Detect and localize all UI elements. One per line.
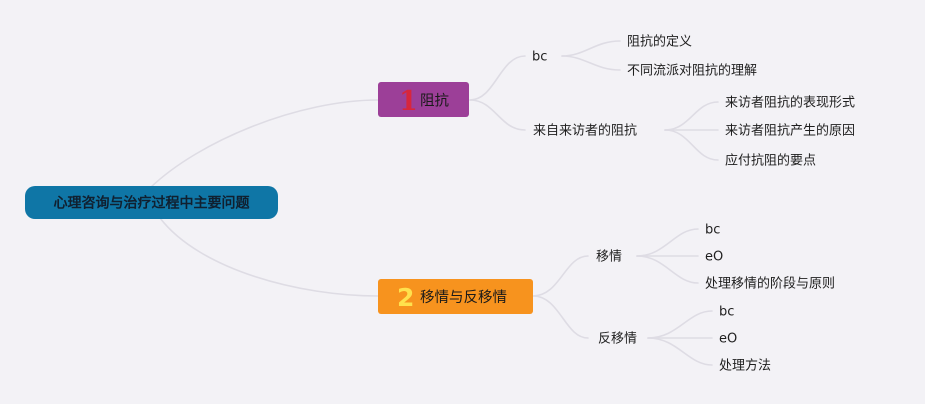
branch1-box [378,82,469,117]
node-transference[interactable]: 移情 [596,250,622,265]
link-source-leaf3 [664,129,719,161]
branch2-label: 移情与反移情 [420,289,507,306]
link-branch1-bc [469,55,526,101]
link-root-branch1 [149,99,379,189]
leaf-resistance-forms[interactable]: 来访者阻抗的表现形式 [725,95,855,111]
node-client-resistance[interactable]: 来自来访者的阻抗 [533,123,637,139]
link-root-branch2 [159,217,379,297]
leaf-school-understanding[interactable]: 不同流派对阻抗的理解 [627,63,757,79]
link-counter-leaf3 [647,337,713,366]
leaf-transference-bc[interactable]: bc [705,223,720,238]
leaf-resistance-causes[interactable]: 来访者阻抗产生的原因 [725,123,855,139]
root-node[interactable]: 心理咨询与治疗过程中主要问题 [25,186,278,219]
branch-node-transference[interactable]: 2 移情与反移情 [378,279,533,314]
link-branch2-counter [532,295,589,339]
branch1-label: 阻抗 [420,93,449,110]
link-counter-leaf1 [647,310,713,339]
connector-lines [149,40,719,366]
leaf-transference-principles[interactable]: 处理移情的阶段与原则 [705,276,835,292]
root-node-box [25,186,278,219]
link-branch1-source [469,99,526,131]
root-node-label: 心理咨询与治疗过程中主要问题 [54,195,251,212]
number-one-icon: 1 [399,86,418,117]
link-source-leaf1 [664,101,719,131]
leaf-resistance-definition[interactable]: 阻抗的定义 [627,34,692,50]
number-two-icon: 2 [397,283,414,312]
leaf-counter-methods[interactable]: 处理方法 [719,358,771,374]
leaf-coping-points[interactable]: 应付抗阻的要点 [725,153,816,169]
node-countertransference[interactable]: 反移情 [598,332,637,347]
link-bc-leaf2 [561,55,621,71]
branch2-box [378,279,533,314]
link-trans-leaf1 [636,228,699,257]
link-branch2-transference [532,255,589,297]
leaf-counter-eo[interactable]: eO [719,332,737,347]
leaf-transference-eo[interactable]: eO [705,250,723,265]
node-bc[interactable]: bc [532,50,547,65]
link-bc-leaf1 [561,40,621,57]
leaf-counter-bc[interactable]: bc [719,305,734,320]
link-trans-leaf3 [636,255,699,284]
branch-node-resistance[interactable]: 1 阻抗 [378,82,469,117]
